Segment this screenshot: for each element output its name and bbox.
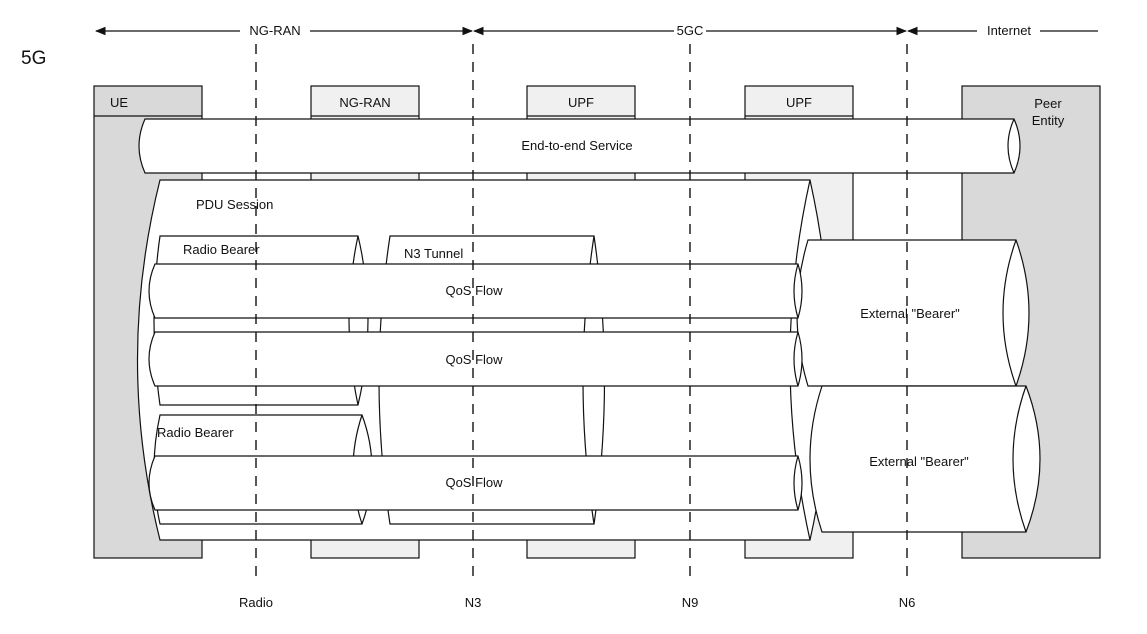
external-bearer-2: [809, 385, 1041, 533]
interface-label-n3: N3: [465, 595, 482, 610]
n3-tunnel-label: N3 Tunnel: [404, 246, 463, 261]
radio-bearer-2-label: Radio Bearer: [157, 425, 234, 440]
qos-flow-1: [148, 263, 803, 319]
node-label-ngran: NG-RAN: [339, 95, 390, 110]
domain-label-ngran: NG-RAN: [249, 23, 300, 38]
domain-label-5gc: 5GC: [677, 23, 704, 38]
node-label-peer-1: Peer: [1034, 96, 1062, 111]
node-label-peer-2: Entity: [1032, 113, 1065, 128]
end-to-end-service-tube: [138, 118, 1021, 174]
qos-flow-3-label: QoS Flow: [445, 475, 503, 490]
node-label-upf2: UPF: [786, 95, 812, 110]
interface-label-n6: N6: [899, 595, 916, 610]
pdu-session-label: PDU Session: [196, 197, 273, 212]
external-bearer-1-label: External "Bearer": [860, 306, 960, 321]
qos-flow-1-label: QoS Flow: [445, 283, 503, 298]
qos-flow-2: [148, 331, 803, 387]
node-label-ue: UE: [110, 95, 128, 110]
qos-flow-2-label: QoS Flow: [445, 352, 503, 367]
generation-label: 5G: [21, 48, 46, 69]
domain-label-internet: Internet: [987, 23, 1031, 38]
external-bearer-2-label: External "Bearer": [869, 454, 969, 469]
node-label-upf1: UPF: [568, 95, 594, 110]
end-to-end-service-label: End-to-end Service: [521, 138, 632, 153]
qos-flow-3: [148, 455, 803, 511]
interface-label-radio: Radio: [239, 595, 273, 610]
radio-bearer-1-label: Radio Bearer: [183, 242, 260, 257]
interface-label-n9: N9: [682, 595, 699, 610]
